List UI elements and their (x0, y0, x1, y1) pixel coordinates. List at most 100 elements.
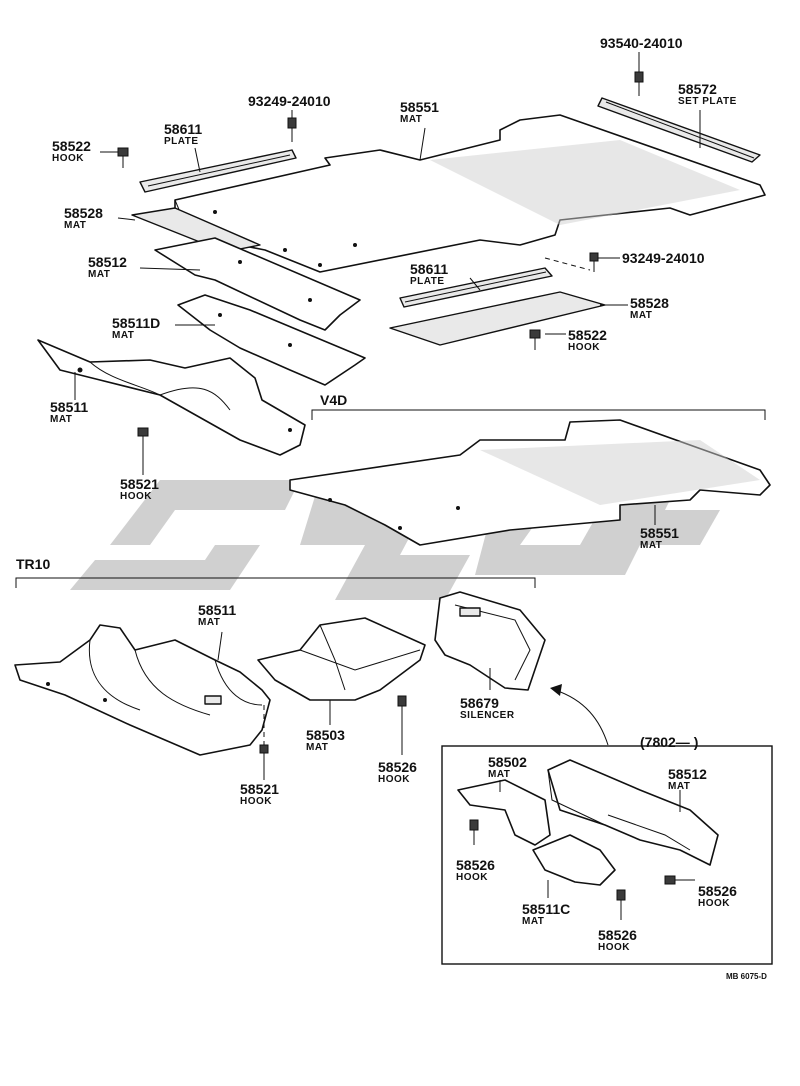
reference-arrow (554, 689, 609, 746)
part-name: HOOK (240, 796, 272, 807)
hook-bolt (664, 875, 695, 885)
set-plate-groove (605, 101, 755, 159)
part-name: MAT (306, 742, 329, 753)
plate-groove (404, 271, 547, 303)
part-number: 58611 (410, 261, 449, 277)
mat-hole (353, 243, 357, 247)
hook-bolt (634, 71, 644, 96)
mat-hole (288, 428, 292, 432)
drawing-code: MB 6075-D (726, 972, 767, 981)
part-number: 93540-24010 (600, 35, 683, 51)
v4d-bracket (311, 409, 766, 420)
inset-frame (441, 745, 773, 965)
tr10-bracket (15, 577, 536, 588)
part-name: MAT (198, 617, 221, 628)
leader-line (217, 631, 223, 661)
part-name: SILENCER (460, 710, 515, 721)
mat-crease (319, 624, 346, 691)
part-number: 58611 (164, 121, 203, 137)
part-name: HOOK (698, 898, 730, 909)
part-number: 58512 (668, 766, 707, 782)
hook-bolt (259, 744, 269, 765)
part-number: 58679 (460, 695, 499, 711)
leader-line (139, 267, 201, 271)
mat-hole (77, 367, 83, 373)
hook-bolt (287, 117, 297, 142)
mat-hole (283, 248, 287, 252)
mat-58511-tr10 (14, 624, 271, 756)
part-name: MAT (668, 781, 691, 792)
part-number: 58521 (240, 781, 279, 797)
part-number: 58511 (50, 399, 89, 415)
mat-crease (547, 769, 606, 826)
part-number: 58502 (488, 754, 527, 770)
label-93249-24010-a: 93249-24010 (248, 94, 331, 108)
part-number: 93249-24010 (248, 93, 331, 109)
mat-58512-inset (547, 759, 719, 866)
mat-hole (288, 343, 292, 347)
hook-bolt (529, 329, 541, 350)
plate-groove (147, 154, 291, 187)
floor-mat-shading (430, 140, 740, 225)
part-number: 58572 (678, 81, 717, 97)
arrow-head (550, 684, 562, 696)
dashed-leader (544, 257, 591, 271)
mat-58511D (177, 294, 366, 386)
plate-58611-right (399, 267, 553, 308)
tunnel-edge (134, 649, 211, 716)
tunnel-edge (89, 361, 161, 396)
mat-hole (46, 682, 50, 686)
part-number: 58526 (698, 883, 737, 899)
part-name: PLATE (164, 136, 199, 147)
part-number: 58522 (52, 138, 91, 154)
part-number: 58528 (630, 295, 669, 311)
leader-line (117, 217, 136, 221)
part-number: 58503 (306, 727, 345, 743)
tunnel-edge (159, 387, 231, 411)
leader-line (419, 127, 426, 161)
mat-crease (607, 814, 691, 851)
part-number: 58522 (568, 327, 607, 343)
mat-hole (318, 263, 322, 267)
mat-58503 (257, 617, 426, 701)
part-number: 58551 (640, 525, 679, 541)
part-name: MAT (88, 269, 111, 280)
part-name: HOOK (568, 342, 600, 353)
mat-hole (238, 260, 242, 264)
hook-bolt (589, 252, 599, 272)
mat-hole (218, 313, 222, 317)
part-number: 58521 (120, 476, 159, 492)
leader-line (194, 147, 201, 173)
hook-bolt (397, 695, 407, 720)
tunnel-edge (214, 659, 263, 706)
floor-mat-shading (480, 440, 760, 505)
part-name: HOOK (52, 153, 84, 164)
part-number: 58551 (400, 99, 439, 115)
part-name: HOOK (456, 872, 488, 883)
part-number: 58526 (456, 857, 495, 873)
hook-bolt (117, 147, 129, 168)
mat-slot (204, 695, 222, 705)
section-label-inset: (7802— ) (640, 734, 699, 750)
part-name: MAT (488, 769, 511, 780)
mat-crease (299, 649, 421, 671)
